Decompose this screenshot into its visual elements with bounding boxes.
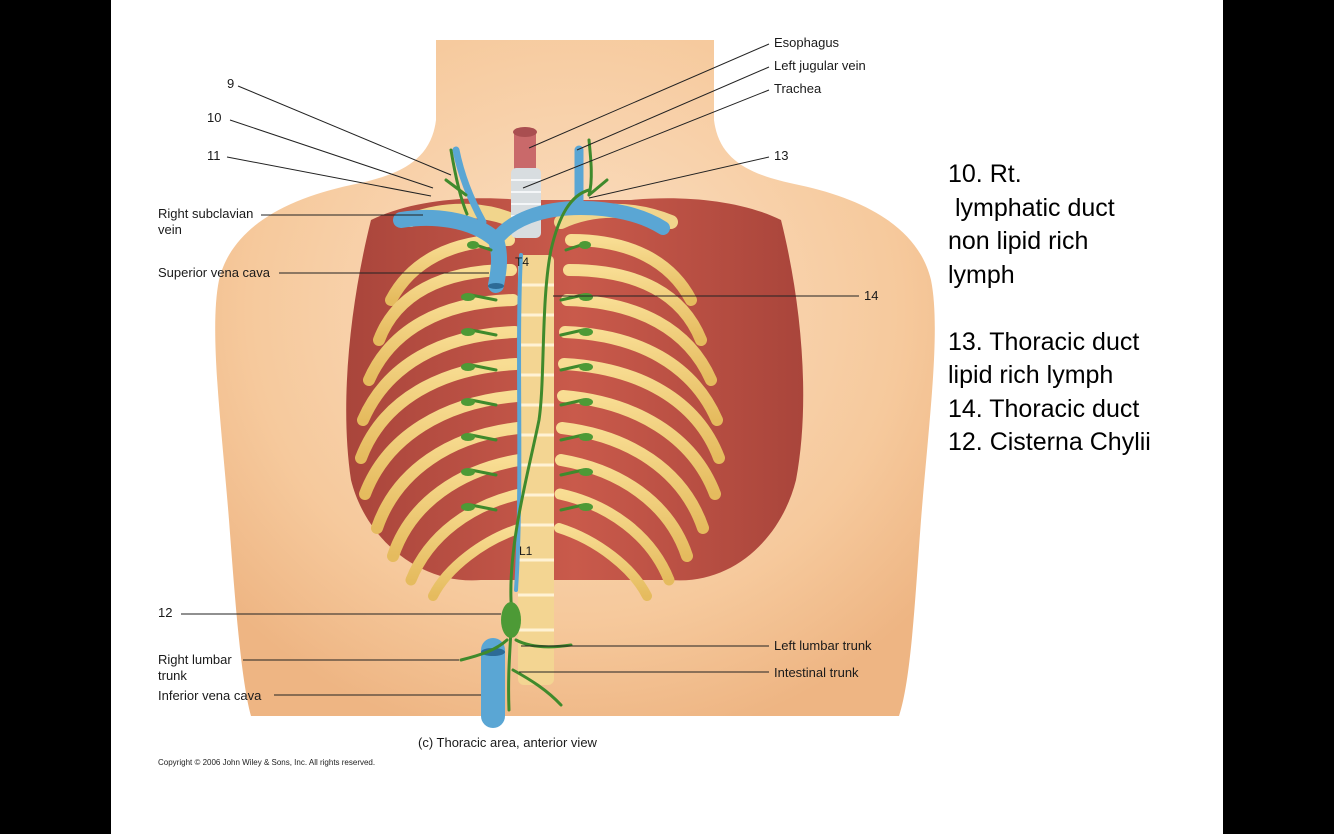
label-right-lumbar-trunk: Right lumbar trunk (158, 652, 232, 683)
label-12: 12 (158, 605, 173, 620)
lymph-nodes (461, 241, 593, 638)
cisterna-chyli-shape (501, 602, 521, 638)
label-esophagus: Esophagus (774, 35, 840, 50)
figure-caption: (c) Thoracic area, anterior view (418, 735, 597, 750)
label-14: 14 (864, 288, 879, 303)
note-line: lymph (948, 260, 1015, 289)
ribs-left (355, 234, 526, 601)
vertebral-column (518, 255, 554, 685)
note-line: 12. Cisterna Chylii (948, 428, 1151, 456)
label-left-jugular-vein: Left jugular vein (774, 58, 866, 73)
esophagus-tube (514, 128, 536, 178)
note-line: 10. Rt. (948, 160, 1022, 188)
note-line: lipid rich lymph (948, 361, 1114, 389)
veins (393, 145, 670, 728)
note-line: 14. Thoracic duct (948, 394, 1140, 423)
anatomy-illustration (181, 40, 935, 728)
label-left-lumbar-trunk: Left lumbar trunk (774, 638, 872, 653)
notes-text: 10. Rt. lymphatic duct non lipid rich ly… (948, 158, 1208, 460)
label-t4: T4 (515, 255, 530, 269)
note-line: 13. Thoracic duct (948, 327, 1140, 356)
note-line (948, 292, 1208, 326)
label-9: 9 (227, 76, 235, 91)
leader-lines (181, 43, 859, 696)
label-intestinal-trunk: Intestinal trunk (774, 665, 859, 680)
label-superior-vena-cava: Superior vena cava (158, 265, 271, 280)
label-right-subclavian-vein: Right subclavian vein (158, 206, 254, 237)
slide: Esophagus Left jugular vein Trachea 9 10… (111, 0, 1223, 834)
label-11: 11 (207, 148, 221, 163)
label-inferior-vena-cava: Inferior vena cava (158, 688, 262, 703)
label-trachea: Trachea (774, 81, 822, 96)
label-l1: L1 (519, 544, 533, 558)
label-10: 10 (207, 110, 222, 125)
copyright-notice: Copyright © 2006 John Wiley & Sons, Inc.… (158, 758, 376, 767)
note-line: non lipid rich (948, 227, 1089, 255)
note-line: lymphatic duct (948, 193, 1115, 222)
label-13: 13 (774, 148, 789, 163)
